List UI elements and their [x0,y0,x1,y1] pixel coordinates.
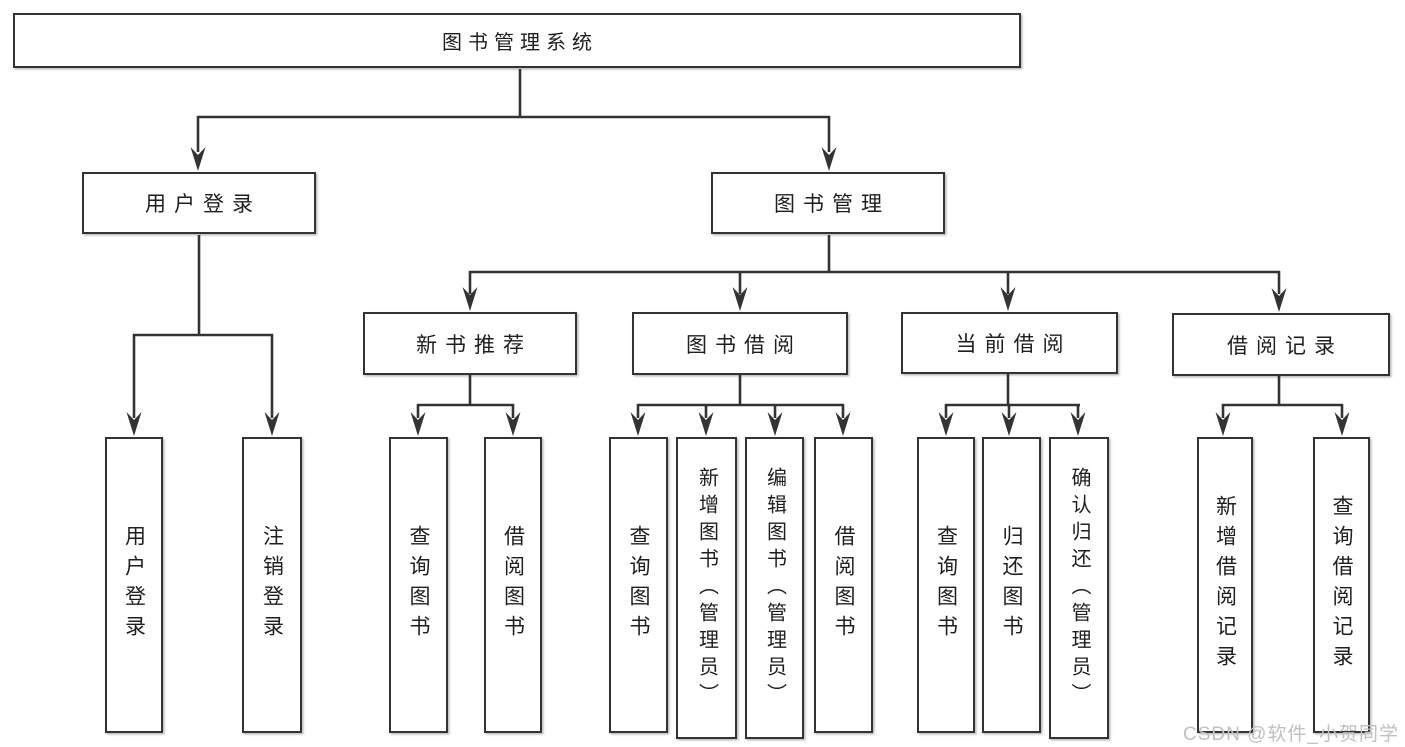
leaf-current-query-books: 查询图书 [917,437,975,733]
leaf-label: 查询图书 [627,525,650,645]
leaf-user-login: 用户登录 [105,437,163,733]
leaf-label: 归还图书 [1000,525,1023,645]
leaf-logout: 注销登录 [242,437,302,733]
leaf-current-confirm-return-admin: 确认归还（管理员） [1049,437,1109,739]
leaf-label: 确认归还（管理员） [1068,466,1090,710]
leaf-borrow-query-books: 查询图书 [609,437,668,733]
leaf-label: 借阅图书 [832,525,855,645]
leaf-current-return-books: 归还图书 [982,437,1041,733]
leaf-label: 编辑图书（管理员） [763,466,786,710]
leaf-label: 新增借阅记录 [1213,495,1237,675]
csdn-watermark: CSDN @软件_小贺同学 [1183,724,1399,745]
leaf-borrow-edit-books-admin: 编辑图书（管理员） [745,437,804,739]
leaf-label: 查询借阅记录 [1330,495,1353,675]
leaf-records-query-borrow-record: 查询借阅记录 [1313,437,1370,733]
node-label: 用户登录 [145,193,261,216]
node-label: 图书管理 [774,193,890,216]
leaf-borrow-borrow-books: 借阅图书 [814,437,873,733]
node-label: 当前借阅 [955,333,1072,356]
leaf-label: 新增图书（管理员） [695,466,718,710]
node-book-borrowing: 图书借阅 [632,312,848,375]
node-book-management: 图书管理 [711,172,945,234]
leaf-label: 用户登录 [122,525,146,645]
leaf-recommend-query-books: 查询图书 [389,437,448,733]
leaf-records-add-borrow-record: 新增借阅记录 [1197,437,1253,733]
node-library-management-system: 图书管理系统 [13,13,1021,68]
node-label: 借阅记录 [1227,334,1343,358]
node-label: 新书推荐 [416,333,532,357]
node-new-book-recommendation: 新书推荐 [363,312,577,375]
node-current-borrowing: 当前借阅 [901,312,1118,374]
leaf-label: 借阅图书 [501,525,525,645]
leaf-recommend-borrow-books: 借阅图书 [484,437,542,733]
leaf-borrow-add-books-admin: 新增图书（管理员） [676,437,737,739]
leaf-label: 查询图书 [407,525,430,645]
node-user-login: 用户登录 [82,172,316,234]
node-borrowing-records: 借阅记录 [1172,313,1390,376]
node-label: 图书借阅 [686,333,802,357]
node-label: 图书管理系统 [442,32,598,54]
leaf-label: 注销登录 [260,525,284,645]
leaf-label: 查询图书 [934,525,958,645]
